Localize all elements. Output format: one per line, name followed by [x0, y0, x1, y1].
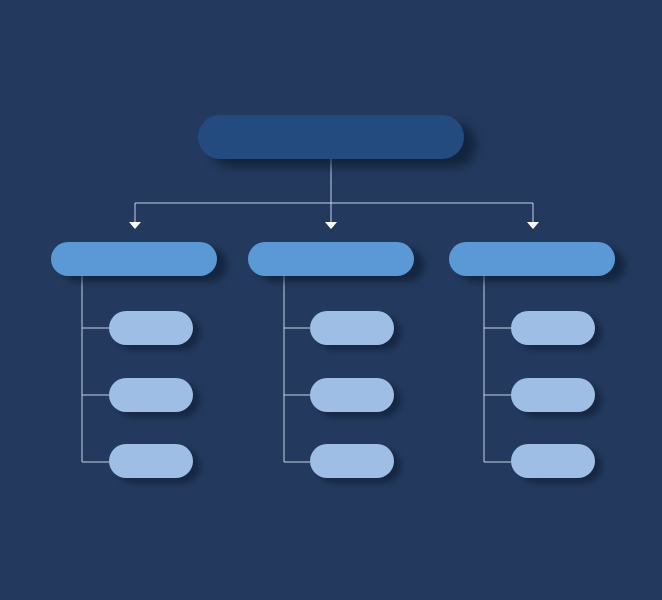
branch-node-2 — [248, 242, 414, 276]
arrowhead-icon — [325, 222, 337, 229]
leaf-node-2-1 — [310, 311, 394, 345]
leaf-node-1-3 — [109, 444, 193, 478]
arrowhead-icon — [527, 222, 539, 229]
leaf-node-3-1 — [511, 311, 595, 345]
branch-node-1 — [51, 242, 217, 276]
leaf-node-3-3 — [511, 444, 595, 478]
arrowhead-icon — [129, 222, 141, 229]
leaf-node-2-3 — [310, 444, 394, 478]
leaf-node-2-2 — [310, 378, 394, 412]
leaf-node-3-2 — [511, 378, 595, 412]
leaf-node-1-1 — [109, 311, 193, 345]
leaf-node-1-2 — [109, 378, 193, 412]
root-node — [198, 115, 464, 159]
branch-node-3 — [449, 242, 615, 276]
